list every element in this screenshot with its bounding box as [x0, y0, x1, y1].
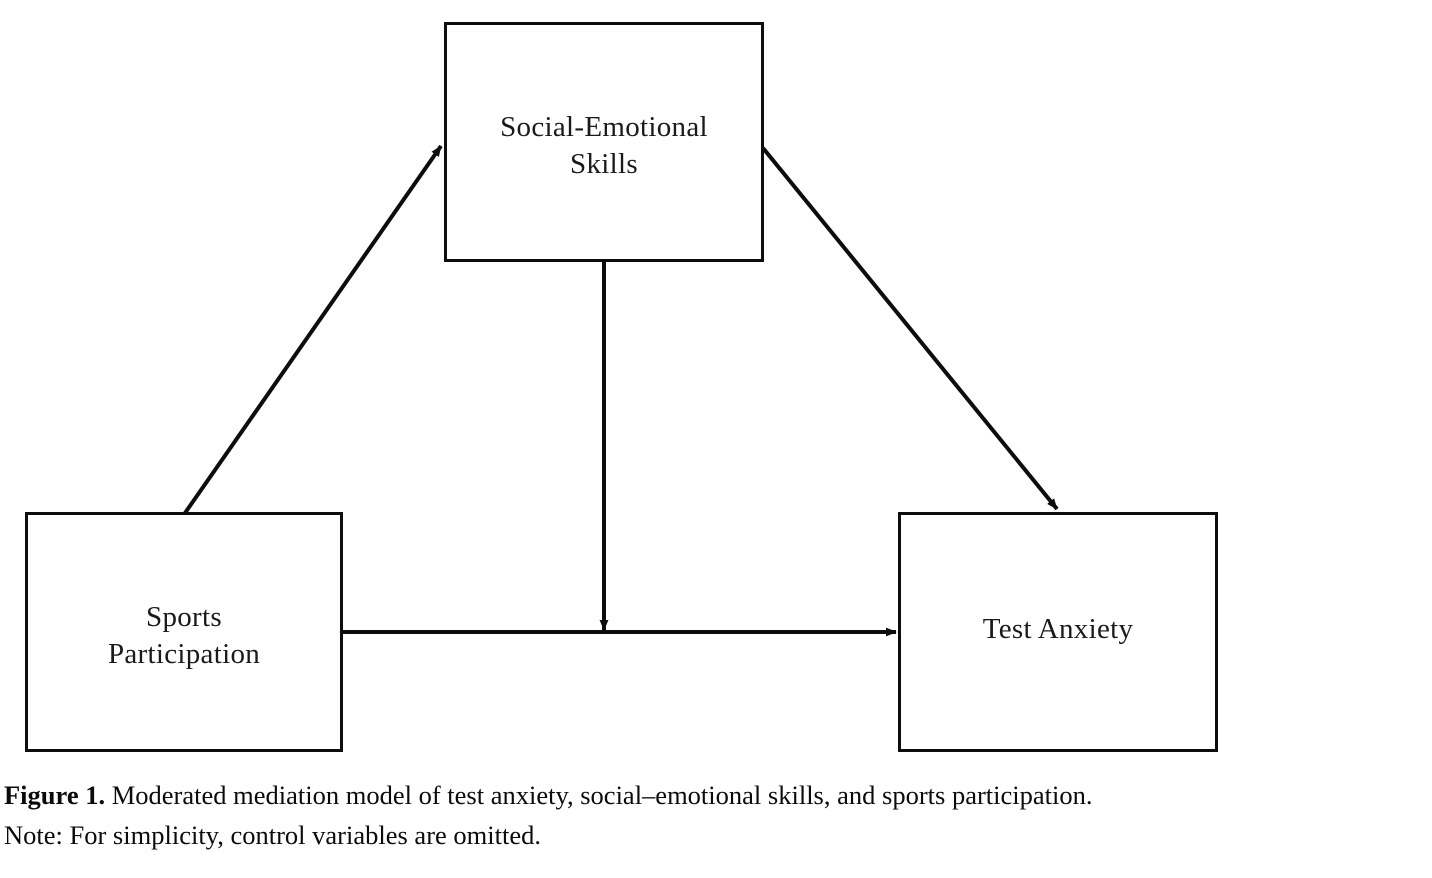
node-sports-participation-label: Sports Participation [107, 601, 261, 671]
caption-figure-number: Figure 1. [4, 780, 106, 810]
figure-caption: Figure 1. Moderated mediation model of t… [4, 776, 1428, 856]
node-test-anxiety-label: Test Anxiety [982, 613, 1134, 646]
edge-skills-to-anxiety [761, 146, 1059, 511]
node-test-anxiety: Test Anxiety [898, 512, 1218, 752]
caption-figure-description: Moderated mediation model of test anxiet… [105, 780, 1093, 810]
caption-line-primary: Figure 1. Moderated mediation model of t… [4, 776, 1428, 816]
edge-sports-to-skills [183, 144, 443, 515]
diagram-canvas [183, 144, 1059, 637]
node-social-emotional-skills: Social-Emotional Skills [444, 22, 764, 262]
node-social-emotional-skills-label: Social-Emotional Skills [500, 111, 708, 181]
node-sports-participation: Sports Participation [25, 512, 343, 752]
caption-line-note: Note: For simplicity, control variables … [4, 819, 541, 850]
